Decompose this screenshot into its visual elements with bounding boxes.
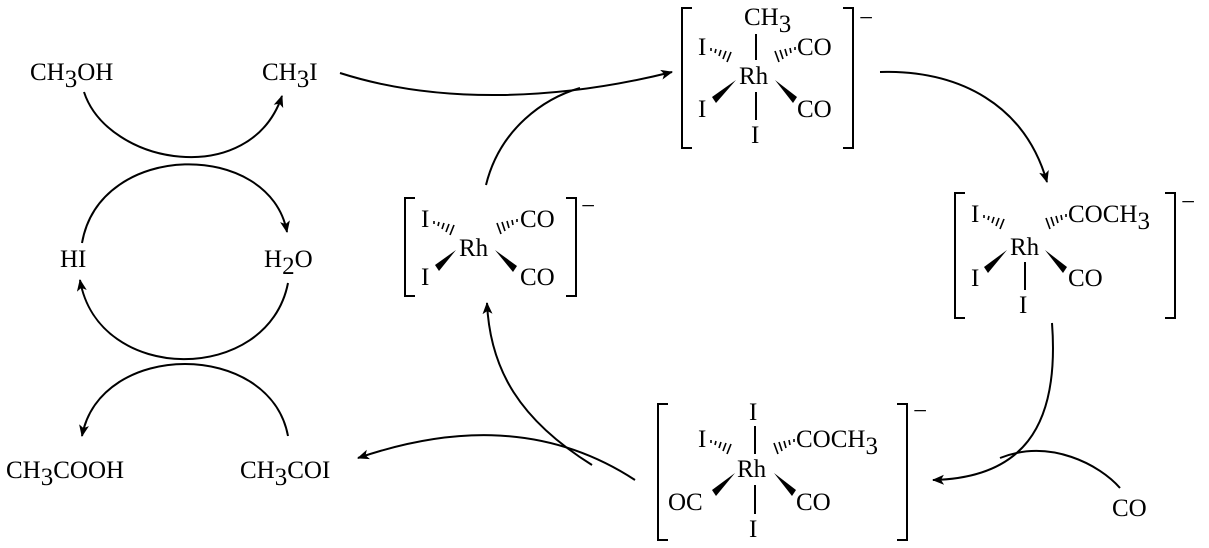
arrow-methanol-to-methyl-iodide [83, 91, 284, 159]
iodide-lower-left: I [971, 265, 979, 292]
arrow-acetyl-complex-to-tricarbonyl [932, 322, 1054, 485]
hydrogen-iodide-label: HI [60, 246, 86, 273]
charge-sign: − [859, 5, 873, 32]
wedge-bond-lower-right [775, 80, 797, 103]
acetic-acid-label: CH3COOH [6, 457, 124, 491]
charge-sign: − [1181, 189, 1195, 216]
methyl-top-ligand: CH3 [744, 4, 791, 38]
wedge-bond-lower-right [774, 473, 796, 496]
hashed-bond-upper-left [983, 215, 1005, 230]
co-addition-curve [999, 450, 1121, 489]
bracket-left [954, 192, 965, 319]
rh-dicarbonyl-diiodide-complex: Rh I I CO CO − [404, 193, 595, 297]
hashed-bond-upper-right [496, 219, 518, 235]
charge-sign: − [913, 398, 927, 425]
hashed-bond-upper-right [773, 439, 795, 455]
iodide-top: I [749, 399, 757, 426]
rh-label: Rh [1010, 234, 1040, 261]
acetyl-rh-complex: Rh I I COCH3 CO I − [954, 189, 1195, 319]
acetyl-iodide-label: CH3COI [240, 457, 330, 491]
bracket-right [566, 197, 577, 297]
carbonyl-lower-right: CO [520, 264, 555, 291]
arrow-water-to-hi [76, 279, 289, 361]
wedge-bond-lower-left [984, 250, 1007, 273]
arrow-methyl-complex-to-acetyl-complex [879, 70, 1049, 183]
arrow-methyl-iodide-to-methyl-complex [339, 69, 673, 97]
svg-text:CH3COI: CH3COI [240, 457, 330, 491]
wedge-bond-lower-right [1045, 250, 1067, 273]
carbonyl-lower-right: CO [796, 489, 831, 516]
iodide-bottom: I [751, 122, 759, 149]
iodide-upper-left: I [421, 206, 429, 233]
arrow-hi-to-water [81, 163, 290, 244]
bracket-left [657, 403, 668, 541]
wedge-bond-lower-left [435, 250, 456, 271]
arrow-tricarbonyl-to-rh [482, 302, 593, 466]
iodide-lower-left: I [698, 96, 706, 123]
iodide-upper-left: I [698, 34, 706, 61]
arrow-acetyl-iodide-to-acetic-acid [79, 363, 289, 437]
svg-text:CH3I: CH3I [262, 59, 318, 93]
rh-label: Rh [739, 63, 769, 90]
carbon-monoxide-label: CO [1112, 495, 1147, 522]
hashed-bond-upper-right [774, 47, 796, 63]
carbonyl-lower-right: CO [1068, 265, 1103, 292]
acetyl-upper-right: COCH3 [1068, 201, 1150, 235]
methanol-label: CH3OH [30, 59, 113, 93]
wedge-bond-lower-right [495, 250, 517, 272]
carbonyl-lower-left: OC [668, 489, 703, 516]
bracket-left [404, 197, 415, 297]
iodide-bottom: I [749, 516, 757, 543]
arrow-rh-to-methyl-complex [485, 87, 581, 186]
wedge-bond-lower-left [712, 473, 735, 496]
svg-text:CH3OH: CH3OH [30, 59, 113, 93]
iodide-upper-left: I [971, 201, 979, 228]
acetyl-rh-tricarbonyl-complex: Rh I I COCH3 OC CO I − [657, 398, 927, 543]
iodide-bottom: I [1019, 292, 1027, 319]
svg-text:CH3COOH: CH3COOH [6, 457, 124, 491]
bracket-right [843, 7, 854, 149]
hashed-bond-upper-left [433, 221, 455, 236]
arrow-tricarbonyl-to-acetyl-iodide [357, 434, 636, 481]
carbonyl-upper-right: CO [797, 34, 832, 61]
bracket-right [1165, 192, 1176, 319]
wedge-bond-lower-left [712, 80, 736, 103]
iodide-upper-left: I [698, 426, 706, 453]
bracket-right [897, 403, 908, 541]
hashed-bond-upper-right [1045, 214, 1067, 230]
carbonyl-upper-right: CO [520, 206, 555, 233]
bracket-left [681, 7, 692, 149]
rh-label: Rh [737, 456, 767, 483]
methyl-iodide-label: CH3I [262, 59, 318, 93]
carbonyl-lower-right: CO [797, 96, 832, 123]
water-label: H2O [264, 246, 313, 280]
methyl-rh-complex: Rh CH3 I I CO CO I − [681, 4, 873, 149]
acetyl-upper-right: COCH3 [796, 426, 878, 460]
iodide-lower-left: I [421, 264, 429, 291]
svg-text:H2O: H2O [264, 246, 313, 280]
charge-sign: − [581, 193, 595, 220]
rh-label: Rh [459, 235, 489, 262]
hashed-bond-upper-left [710, 440, 732, 455]
hashed-bond-upper-left [710, 48, 732, 63]
